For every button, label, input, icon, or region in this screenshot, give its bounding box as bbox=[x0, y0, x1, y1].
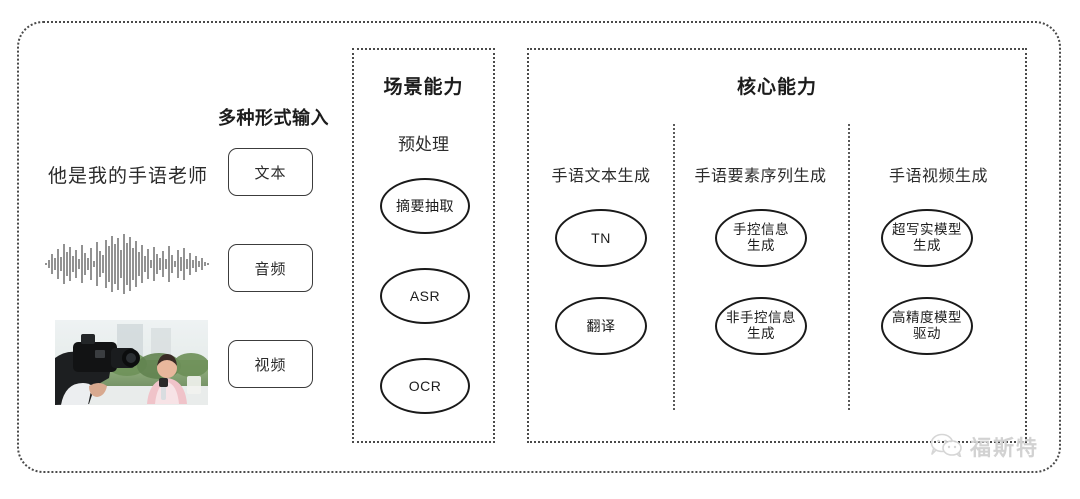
scene-node-summary-extraction[interactable]: 摘要抽取 bbox=[380, 178, 470, 234]
core-node-tn-label: TN bbox=[591, 229, 611, 246]
scene-panel-subtitle: 预处理 bbox=[398, 135, 449, 154]
video-thumbnail-icon bbox=[55, 320, 208, 405]
waveform-icon bbox=[44, 232, 212, 296]
modality-pill-video[interactable]: 视频 bbox=[228, 340, 313, 388]
core-panel-title: 核心能力 bbox=[736, 77, 817, 98]
text-sample: 他是我的手语老师 bbox=[48, 166, 209, 187]
core-capability-panel: 核心能力 手语文本生成 TN 翻译 手语要素序列生成 手控信息生成 非手控信息生… bbox=[527, 48, 1027, 443]
core-column-divider-2 bbox=[848, 124, 850, 410]
core-node-translation-label: 翻译 bbox=[586, 317, 616, 334]
core-column-1-label: 手语要素序列生成 bbox=[694, 168, 827, 185]
core-node-highprecision-label: 高精度模型驱动 bbox=[892, 310, 962, 341]
core-node-translation[interactable]: 翻译 bbox=[555, 297, 647, 355]
core-node-nonmanual-info-label: 非手控信息生成 bbox=[726, 310, 796, 341]
scene-node-ocr[interactable]: OCR bbox=[380, 358, 470, 414]
core-column-0-label: 手语文本生成 bbox=[551, 168, 651, 185]
core-node-manual-info-generation[interactable]: 手控信息生成 bbox=[715, 209, 807, 267]
outer-frame bbox=[17, 21, 1061, 473]
core-node-highprecision-model-driving[interactable]: 高精度模型驱动 bbox=[881, 297, 973, 355]
scene-node-2-label: OCR bbox=[408, 377, 442, 394]
input-section-heading: 多种形式输入 bbox=[218, 108, 329, 128]
modality-pill-audio-label: 音频 bbox=[254, 260, 287, 278]
core-column-2-label: 手语视频生成 bbox=[888, 168, 988, 185]
modality-pill-audio[interactable]: 音频 bbox=[228, 244, 313, 292]
core-node-tn[interactable]: TN bbox=[555, 209, 647, 267]
scene-node-asr[interactable]: ASR bbox=[380, 268, 470, 324]
core-node-photoreal-model-generation[interactable]: 超写实模型生成 bbox=[881, 209, 973, 267]
scene-node-1-label: ASR bbox=[409, 287, 441, 304]
core-node-nonmanual-info-generation[interactable]: 非手控信息生成 bbox=[715, 297, 807, 355]
scene-node-0-label: 摘要抽取 bbox=[396, 197, 454, 214]
modality-pill-text[interactable]: 文本 bbox=[228, 148, 313, 196]
core-node-manual-info-label: 手控信息生成 bbox=[733, 222, 789, 253]
core-column-divider-1 bbox=[673, 124, 675, 410]
scene-panel-title: 场景能力 bbox=[383, 77, 464, 98]
scene-capability-panel: 场景能力 预处理 摘要抽取 ASR OCR bbox=[352, 48, 495, 443]
modality-pill-text-label: 文本 bbox=[254, 164, 287, 182]
modality-pill-video-label: 视频 bbox=[254, 356, 287, 374]
core-node-photoreal-label: 超写实模型生成 bbox=[892, 222, 962, 253]
